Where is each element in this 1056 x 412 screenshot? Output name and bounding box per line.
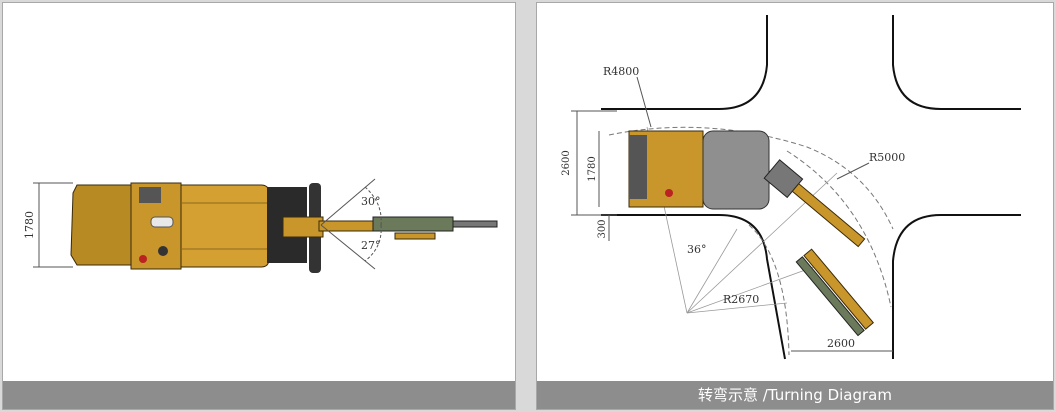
label-r2670: R2670 xyxy=(723,293,759,306)
boom-base xyxy=(282,216,324,238)
top-view-panel: 1780 30° 27° xyxy=(2,2,516,410)
swing-arc-upper xyxy=(364,186,382,226)
arc-r2670 xyxy=(748,224,790,356)
swing-line-upper xyxy=(320,178,376,226)
swing-arc-lower xyxy=(364,224,382,262)
top-view-drawing: 1780 30° 27° xyxy=(23,178,498,273)
left-caption-bar xyxy=(3,381,515,409)
wall-top-right xyxy=(892,15,1021,110)
label-2600-vertical: 2600 xyxy=(561,150,572,175)
vent-grille xyxy=(139,187,161,203)
wall-bottom-right xyxy=(892,214,1021,359)
dim-1780-label: 1780 xyxy=(23,211,36,239)
machine-front-body xyxy=(702,130,770,210)
stop-button-marker xyxy=(139,255,147,263)
label-300: 300 xyxy=(597,219,608,238)
label-1780: 1780 xyxy=(587,156,598,181)
turned-boom-lower xyxy=(795,248,875,337)
lower-arm xyxy=(394,232,436,240)
label-2600-horizontal: 2600 xyxy=(827,337,855,350)
drill-rod xyxy=(452,220,498,228)
label-r5000: R5000 xyxy=(869,151,905,164)
wall-bottom-left xyxy=(601,214,786,360)
label-r4800: R4800 xyxy=(603,65,639,78)
radius-line xyxy=(686,302,788,314)
boom xyxy=(318,220,380,232)
front-body xyxy=(180,184,270,268)
label-angle-36: 36° xyxy=(687,243,707,256)
angle-lower-label: 27° xyxy=(361,239,381,252)
leader-r5000 xyxy=(836,162,870,180)
machine-marker xyxy=(665,189,673,197)
name-plate xyxy=(150,216,174,228)
fuel-cap xyxy=(158,246,168,256)
leader-r4800 xyxy=(636,76,652,128)
arc-r4800 xyxy=(608,126,894,230)
turning-diagram-caption: 转弯示意 /Turning Diagram xyxy=(537,381,1053,409)
turning-diagram-drawing: R4800 R5000 R2670 36° 2600 2600 1780 300 xyxy=(561,15,1021,360)
swing-line-lower xyxy=(320,224,376,270)
feed-beam xyxy=(372,216,454,232)
machine-cab-window xyxy=(629,135,647,199)
wall-top-left xyxy=(601,15,768,110)
angle-upper-label: 30° xyxy=(361,195,381,208)
radius-line xyxy=(686,228,738,314)
turned-boom-upper xyxy=(763,159,866,248)
rear-cab xyxy=(70,184,132,266)
turning-diagram-panel: R4800 R5000 R2670 36° 2600 2600 1780 300… xyxy=(536,2,1054,410)
radius-line xyxy=(686,264,820,314)
